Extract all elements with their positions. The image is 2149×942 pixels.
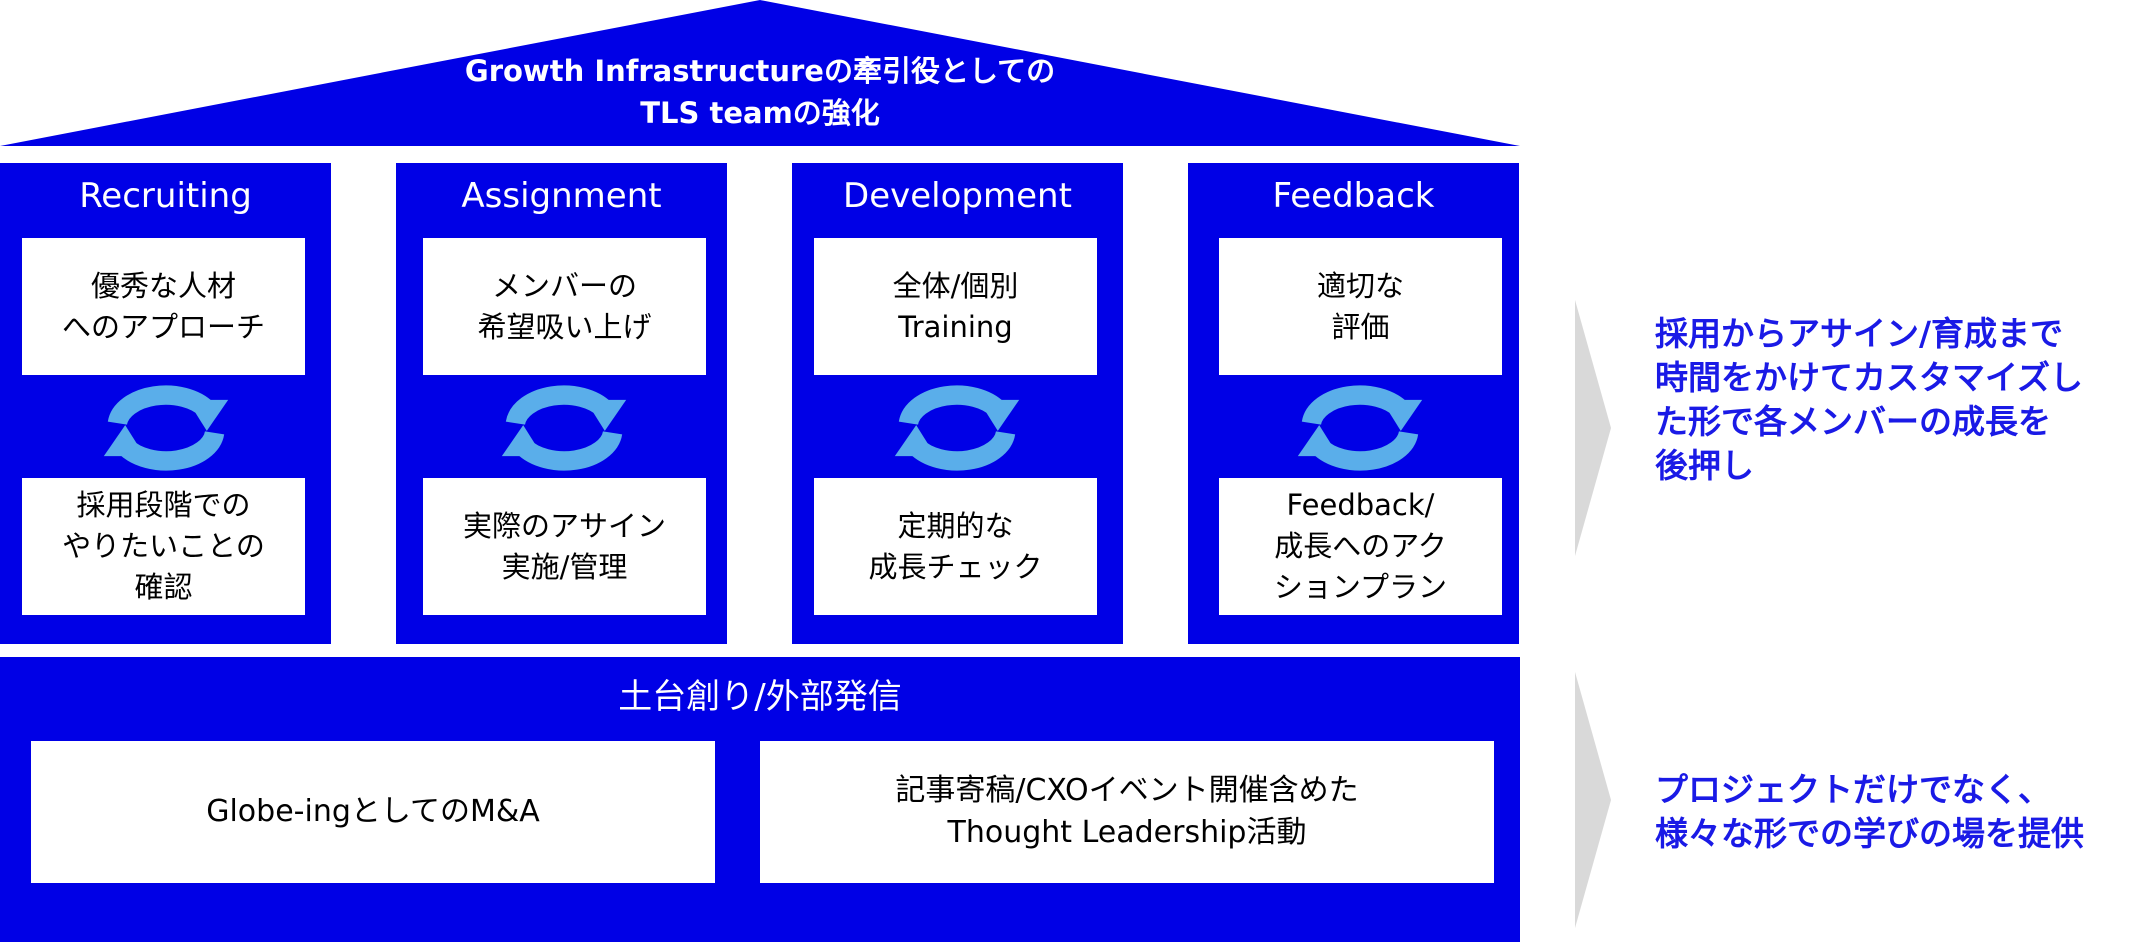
- pillar-top-card: 適切な 評価: [1219, 238, 1502, 375]
- pillar-title: Assignment: [461, 176, 662, 216]
- card-line: 評価: [1331, 309, 1390, 344]
- card-line: 採用段階での: [76, 488, 251, 522]
- card-line: 適切な: [1316, 268, 1404, 303]
- pillar-development: Development 全体/個別 Training 定期的な 成長チェック: [792, 163, 1123, 644]
- note-upper: 採用からアサイン/育成まで 時間をかけてカスタマイズし た形で各メンバーの成長を…: [1655, 312, 2083, 488]
- refresh-cycle-icon: [1297, 385, 1423, 471]
- pillar-top-card: 全体/個別 Training: [814, 238, 1097, 375]
- pillar-bottom-card: 実際のアサイン 実施/管理: [423, 478, 706, 615]
- pillar-assignment: Assignment メンバーの 希望吸い上げ 実際のアサイン 実施/管理: [396, 163, 727, 644]
- roof-title-line-1: Growth Infrastructureの牽引役としての: [464, 54, 1056, 88]
- foundation-right-card: 記事寄稿/CXOイベント開催含めた Thought Leadership活動: [760, 741, 1494, 883]
- card-line: Feedback/: [1286, 488, 1435, 522]
- roof-title-line-2: TLS teamの強化: [640, 96, 880, 130]
- pillar-top-card: メンバーの 希望吸い上げ: [423, 238, 706, 375]
- card-line: 成長チェック: [868, 549, 1043, 584]
- card-line: 定期的な: [897, 508, 1014, 543]
- pillar-title: Development: [843, 176, 1072, 216]
- card-line: 成長へのアク: [1274, 529, 1447, 563]
- card-line: 確認: [134, 570, 193, 604]
- refresh-cycle-icon: [501, 385, 627, 471]
- card-line: 希望吸い上げ: [477, 309, 652, 344]
- card-line: Thought Leadership活動: [947, 815, 1307, 850]
- card-line: 記事寄稿/CXOイベント開催含めた: [895, 773, 1359, 808]
- card-line: 全体/個別: [892, 268, 1019, 303]
- note-line: た形で各メンバーの成長を: [1655, 402, 2051, 441]
- pillar-title: Feedback: [1272, 176, 1435, 216]
- pillar-bottom-card: 定期的な 成長チェック: [814, 478, 1097, 615]
- note-line: 様々な形での学びの場を提供: [1655, 814, 2084, 853]
- pillar-recruiting: Recruiting 優秀な人材 へのアプローチ 採用段階での やりたいことの …: [0, 163, 331, 644]
- note-line: 後押し: [1655, 446, 1754, 485]
- pillar-bottom-card: Feedback/ 成長へのアク ションプラン: [1219, 478, 1502, 615]
- note-line: 採用からアサイン/育成まで: [1655, 314, 2064, 353]
- foundation-block: 土台創り/外部発信 Globe-ingとしてのM&A 記事寄稿/CXOイベント開…: [0, 657, 1520, 942]
- note-line: 時間をかけてカスタマイズし: [1655, 358, 2084, 397]
- card-line: やりたいことの: [62, 529, 265, 563]
- foundation-title: 土台創り/外部発信: [618, 676, 902, 717]
- card-line: 優秀な人材: [90, 268, 236, 303]
- card-line: Globe-ingとしてのM&A: [206, 794, 540, 829]
- foundation-left-card: Globe-ingとしてのM&A: [31, 741, 715, 883]
- card-line: 実際のアサイン: [462, 508, 666, 543]
- refresh-cycle-icon: [103, 385, 229, 471]
- refresh-cycle-icon: [894, 385, 1020, 471]
- note-lower: プロジェクトだけでなく、 様々な形での学びの場を提供: [1655, 768, 2084, 856]
- pillar-bottom-card: 採用段階での やりたいことの 確認: [22, 478, 305, 615]
- card-line: へのアプローチ: [61, 309, 265, 344]
- roof-triangle: [0, 0, 1520, 146]
- chevron-right-icon: [1575, 672, 1611, 928]
- card-line: ションプラン: [1273, 570, 1448, 604]
- card-line: 実施/管理: [501, 549, 628, 584]
- pillar-top-card: 優秀な人材 へのアプローチ: [22, 238, 305, 375]
- pillar-feedback: Feedback 適切な 評価 Feedback/ 成長へのアク ションプラン: [1188, 163, 1519, 644]
- pillar-title: Recruiting: [79, 176, 252, 216]
- chevron-right-icon: [1575, 300, 1611, 556]
- note-line: プロジェクトだけでなく、: [1655, 770, 2051, 809]
- card-line: メンバーの: [491, 268, 637, 303]
- card-line: Training: [898, 309, 1013, 344]
- roof-title: Growth Infrastructureの牽引役としての TLS teamの強…: [0, 50, 1520, 134]
